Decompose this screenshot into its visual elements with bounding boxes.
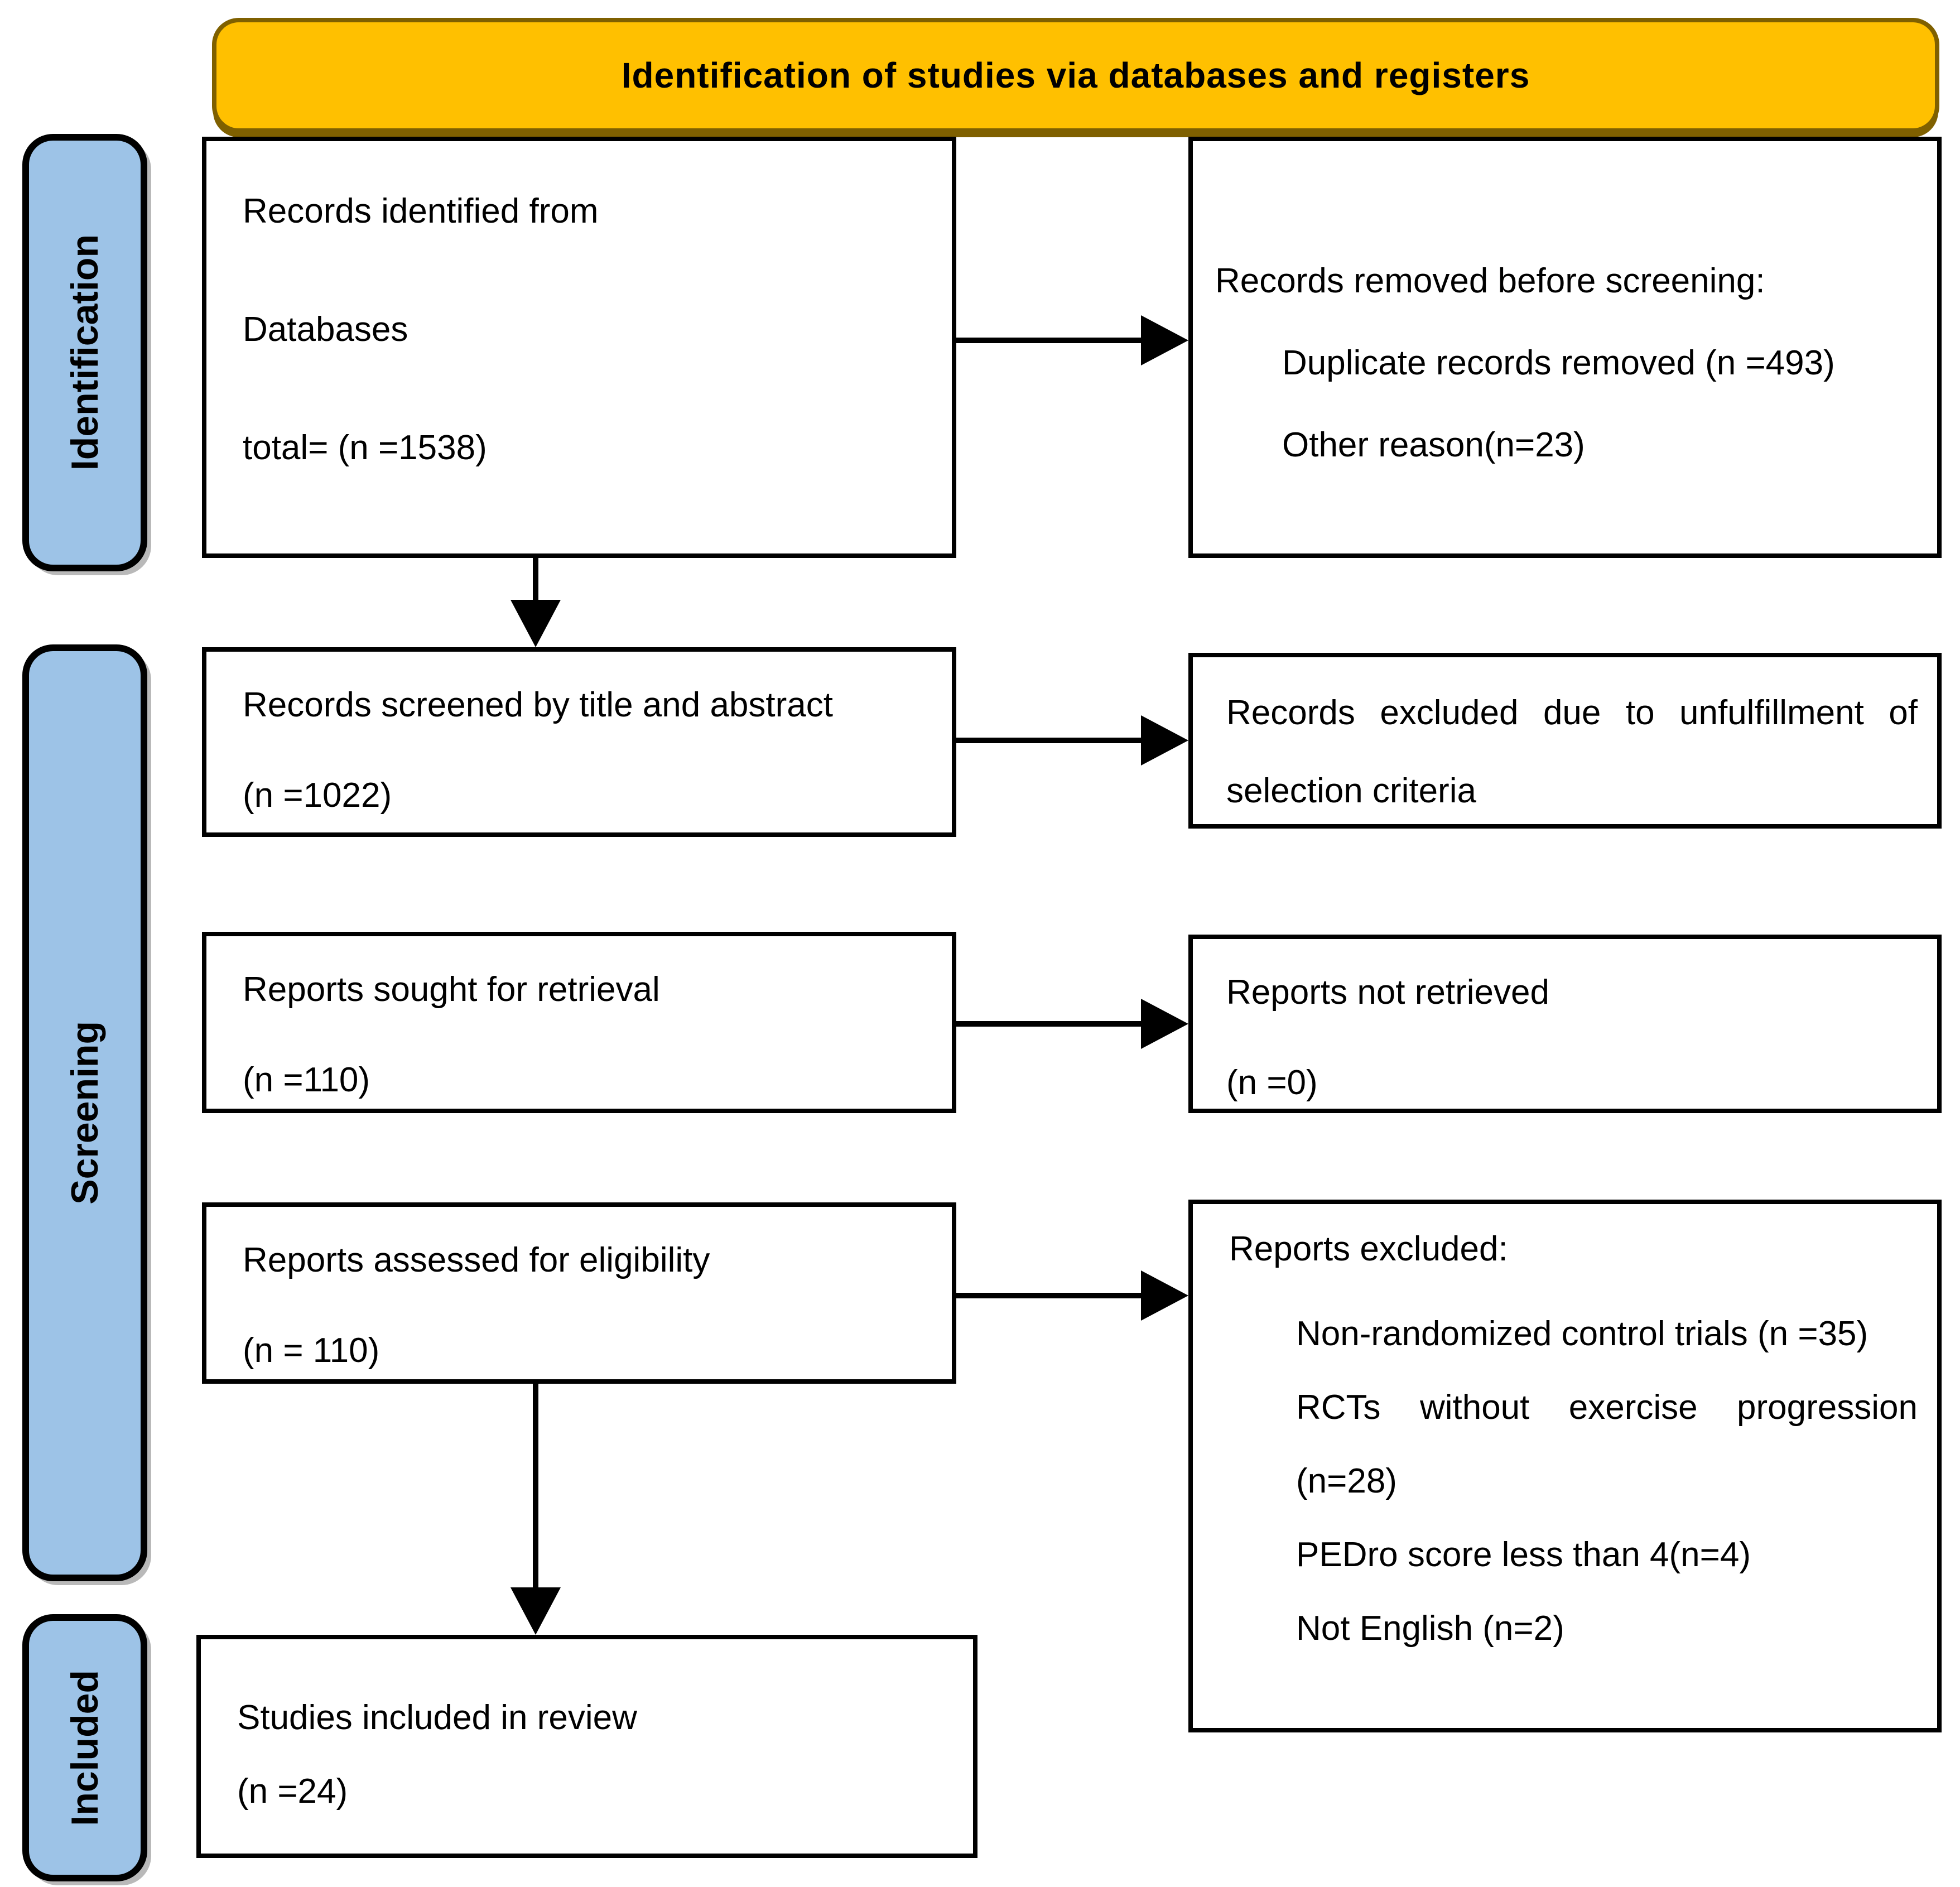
arrow-shaft xyxy=(956,338,1149,343)
box-text-paragraph: Records excluded due to unfulfillment of… xyxy=(1226,694,1918,810)
arrow-down-icon xyxy=(511,1384,561,1635)
arrow-down-icon xyxy=(511,558,561,647)
phase-label-text: Identification xyxy=(64,234,106,471)
box-text-line: (n =0) xyxy=(1226,1063,1318,1102)
box-studies-included: Studies included in review (n =24) xyxy=(196,1635,977,1858)
box-text-line: Reports excluded: xyxy=(1229,1230,1508,1268)
phase-label-screening: Screening xyxy=(22,644,147,1581)
phase-label-included: Included xyxy=(22,1614,147,1881)
arrow-right-icon xyxy=(956,999,1188,1049)
box-text-paragraph: Non-randomized control trials (n =35) xyxy=(1296,1315,1868,1353)
box-text-paragraph: Not English (n=2) xyxy=(1296,1609,1564,1648)
box-text-line: (n = 110) xyxy=(243,1331,380,1370)
arrow-head xyxy=(1141,315,1188,365)
arrow-shaft xyxy=(956,738,1149,743)
box-text-line: Reports assessed for eligibility xyxy=(243,1241,710,1279)
box-records-screened: Records screened by title and abstract (… xyxy=(202,647,956,837)
box-text-line: Duplicate records removed (n =493) xyxy=(1282,344,1835,382)
box-text-line: total= (n =1538) xyxy=(243,429,487,467)
arrow-head xyxy=(511,1587,561,1635)
box-text-line: Databases xyxy=(243,310,408,349)
box-text-line: Records removed before screening: xyxy=(1215,262,1765,300)
box-text-line: (n =1022) xyxy=(243,776,392,815)
arrow-shaft xyxy=(956,1293,1149,1298)
arrow-right-icon xyxy=(956,1270,1188,1321)
arrow-shaft xyxy=(533,1384,538,1596)
box-text-line: Reports sought for retrieval xyxy=(243,970,660,1009)
box-text-line: Records screened by title and abstract xyxy=(243,686,833,724)
box-records-identified: Records identified from Databases total=… xyxy=(202,137,956,558)
phase-label-text: Included xyxy=(64,1669,106,1826)
box-text-line: (n =110) xyxy=(243,1061,370,1099)
box-text-line: Studies included in review xyxy=(237,1698,637,1737)
box-text-line: Records identified from xyxy=(243,192,599,230)
arrow-shaft xyxy=(956,1021,1149,1027)
arrow-right-icon xyxy=(956,315,1188,365)
box-records-removed-before-screening: Records removed before screening: Duplic… xyxy=(1188,137,1942,558)
arrow-head xyxy=(1141,1270,1188,1321)
box-text-paragraph: RCTs without exercise progression (n=28) xyxy=(1296,1388,1918,1500)
arrow-shaft xyxy=(533,558,538,608)
phase-label-text: Screening xyxy=(64,1021,106,1205)
arrow-head xyxy=(511,600,561,647)
box-text-line: Other reason(n=23) xyxy=(1282,426,1585,464)
box-reports-not-retrieved: Reports not retrieved (n =0) xyxy=(1188,935,1942,1113)
arrow-right-icon xyxy=(956,715,1188,766)
arrow-head xyxy=(1141,715,1188,766)
box-reports-sought: Reports sought for retrieval (n =110) xyxy=(202,932,956,1113)
box-text-line: Reports not retrieved xyxy=(1226,973,1549,1012)
box-records-excluded-selection: Records excluded due to unfulfillment of… xyxy=(1188,653,1942,829)
arrow-head xyxy=(1141,999,1188,1049)
phase-label-identification: Identification xyxy=(22,134,147,571)
banner-identification-of-studies: Identification of studies via databases … xyxy=(212,18,1939,133)
box-reports-assessed: Reports assessed for eligibility (n = 11… xyxy=(202,1202,956,1384)
box-reports-excluded: Reports excluded: Non-randomized control… xyxy=(1188,1200,1942,1732)
box-text-line: (n =24) xyxy=(237,1772,348,1811)
banner-title: Identification of studies via databases … xyxy=(621,55,1530,95)
box-text-paragraph: PEDro score less than 4(n=4) xyxy=(1296,1535,1751,1574)
